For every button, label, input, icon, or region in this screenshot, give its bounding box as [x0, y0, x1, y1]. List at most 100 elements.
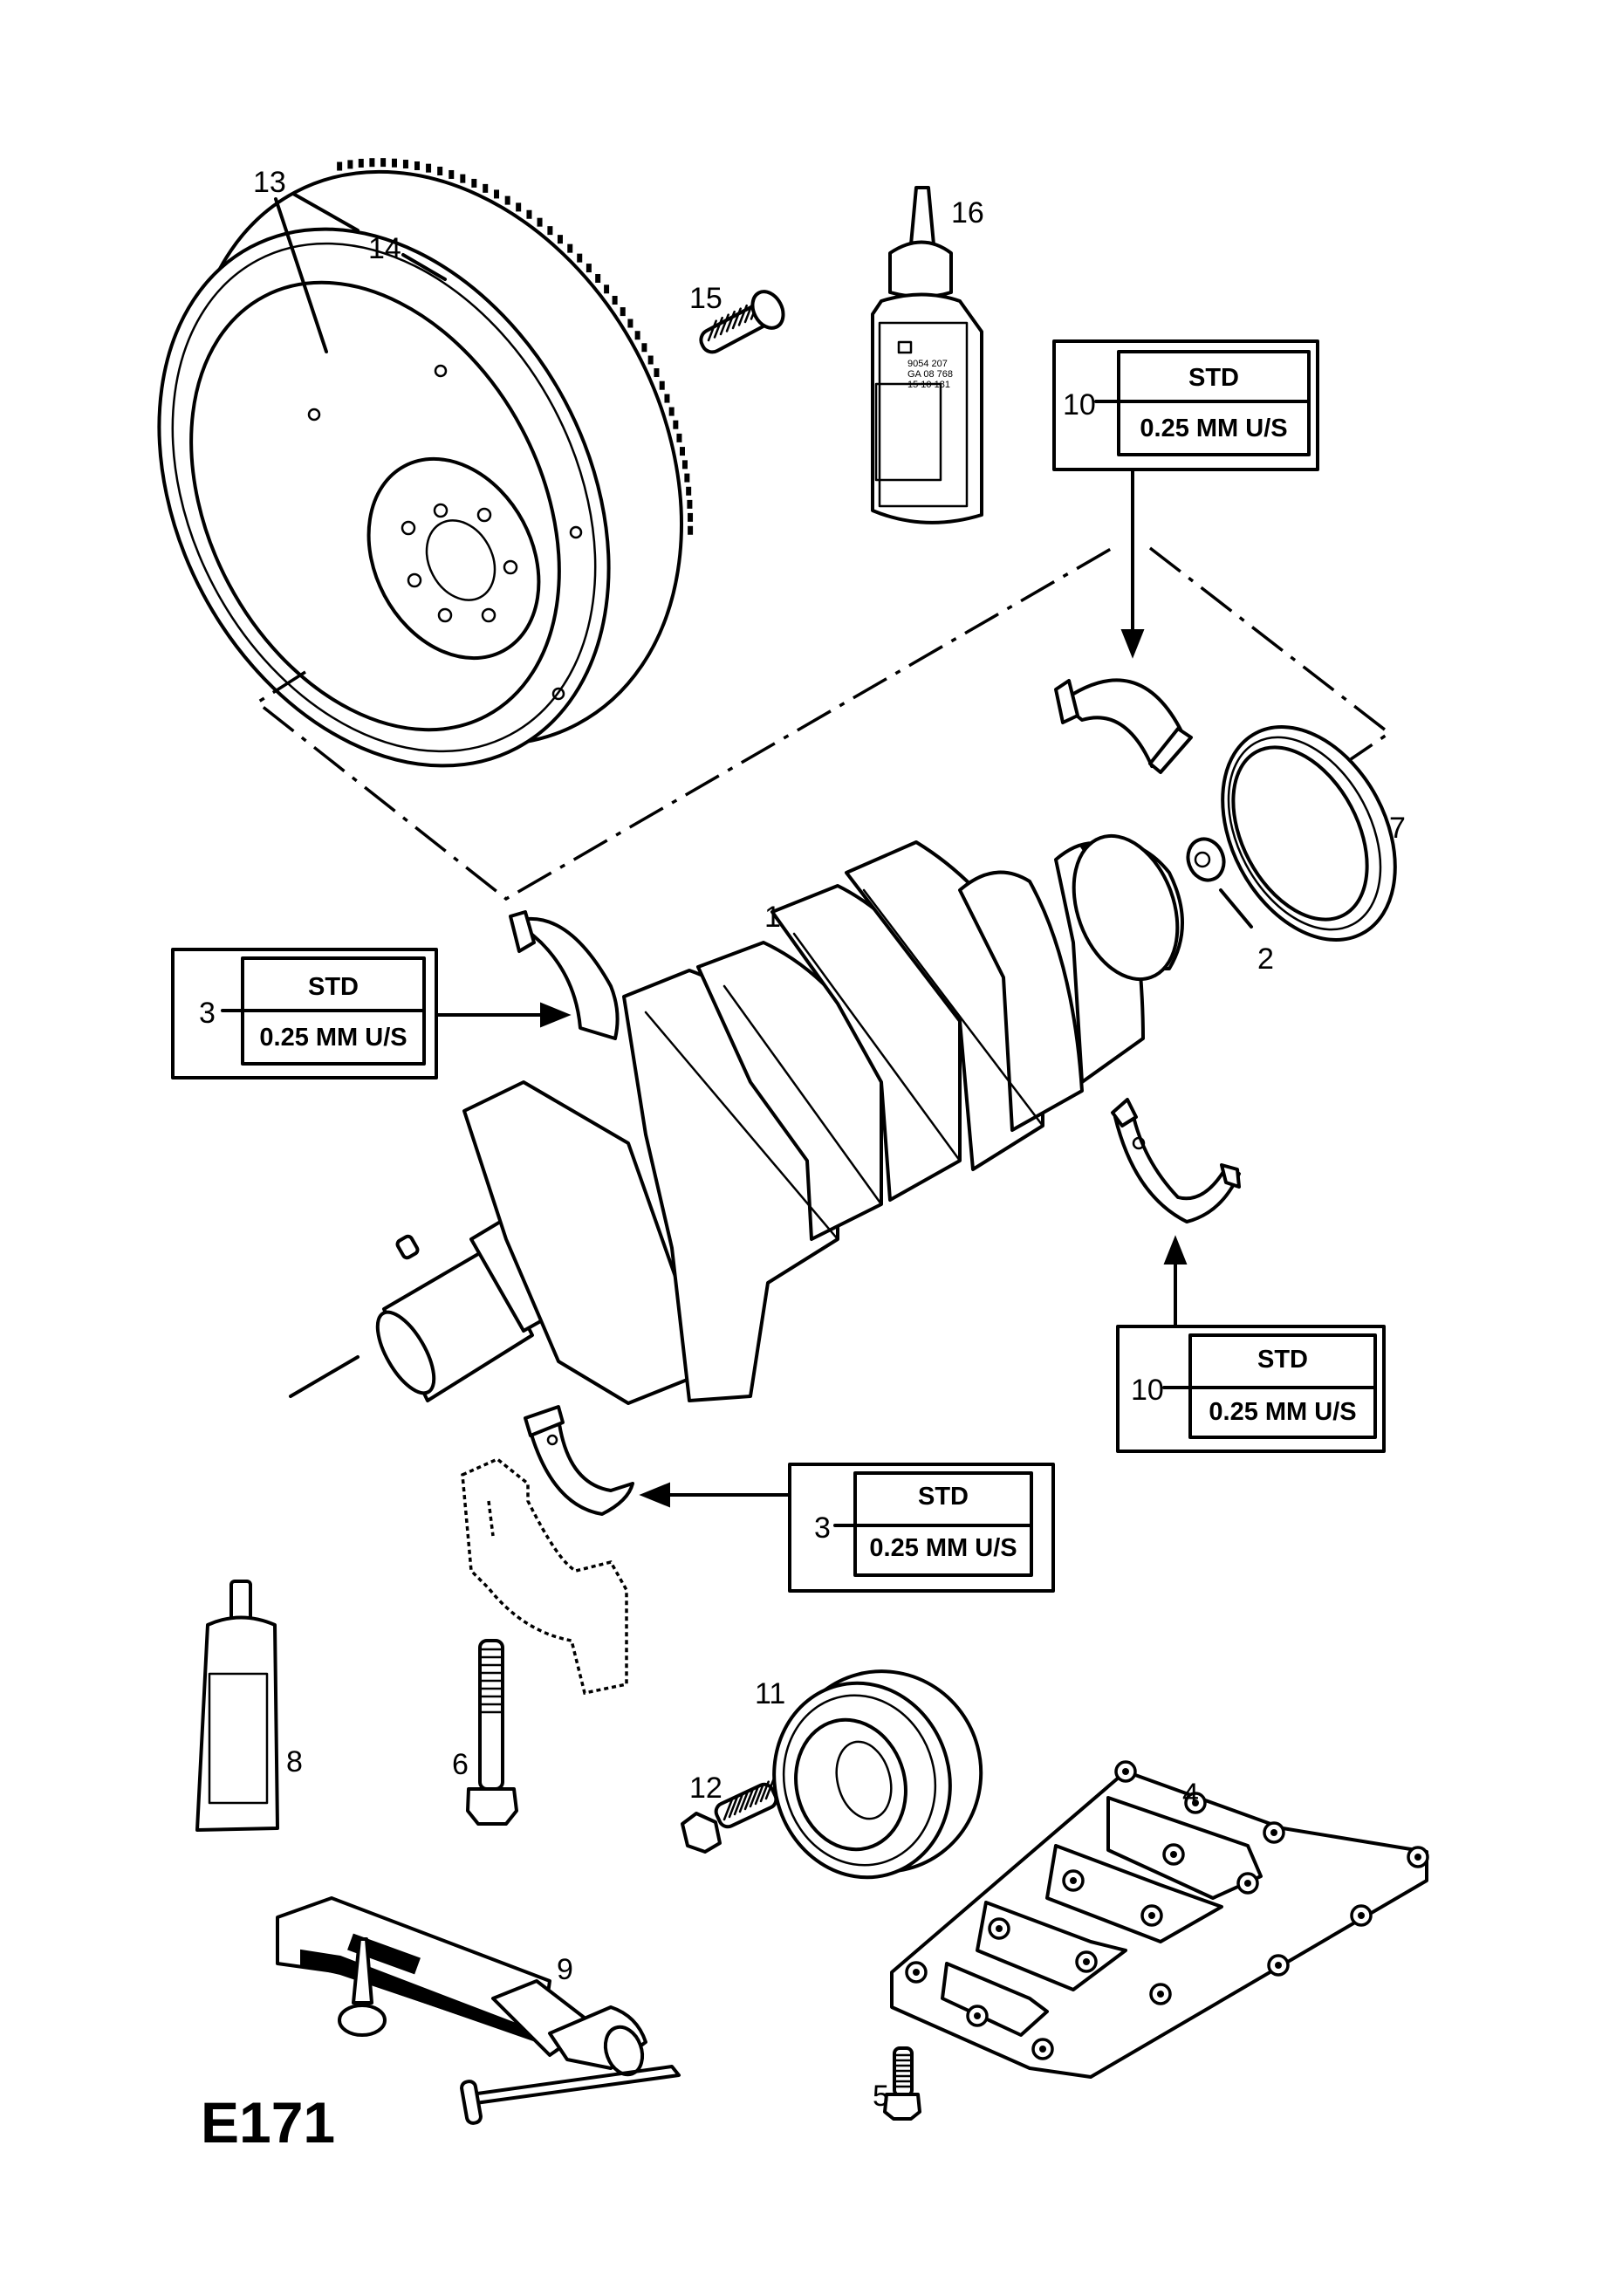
callout-2: 2: [1257, 942, 1274, 976]
ring-gear-tooth: [595, 273, 601, 283]
ring-gear-tooth: [659, 380, 665, 390]
ring-gear-tooth: [634, 331, 640, 340]
ring-gear-tooth: [673, 420, 679, 429]
ring-gear-tooth: [586, 264, 592, 273]
size-std-label: STD: [918, 1483, 969, 1511]
gasket-bolt[interactable]: [883, 2046, 921, 2121]
ring-gear-tooth: [460, 174, 466, 183]
size-undersize-label: 0.25 MM U/S: [869, 1534, 1017, 1562]
gasket-hole-center: [1244, 1880, 1251, 1887]
ring-gear-tooth: [483, 183, 489, 193]
pilot-bearing[interactable]: [1182, 834, 1229, 886]
oil-pan-gasket[interactable]: [890, 1760, 1429, 2079]
size-box-main-left: STD 0.25 MM U/S 3: [171, 948, 572, 1079]
ring-gear-tooth: [504, 195, 510, 205]
leader-13a: [274, 197, 328, 353]
sealant-tube[interactable]: [195, 1580, 279, 1832]
bolt-thread: [743, 1788, 754, 1811]
gasket-hole-center: [1358, 1912, 1365, 1919]
gasket-hole-center: [1270, 1829, 1277, 1836]
callout-14: 14: [368, 232, 401, 265]
flywheel-bolt[interactable]: [697, 286, 789, 356]
size-std-label: STD: [1188, 364, 1239, 392]
bottle-label-line-2: GA 08 768: [907, 369, 953, 380]
ring-gear-tooth: [567, 243, 573, 253]
size-std-label: STD: [1257, 1346, 1308, 1374]
bolt-thread: [722, 1799, 733, 1821]
gasket-hole-center: [1192, 1799, 1199, 1806]
ring-gear-tooth: [627, 319, 633, 328]
ring-gear-tooth: [547, 226, 553, 236]
callout-16: 16: [951, 196, 984, 230]
callout-15: 15: [689, 282, 722, 315]
ring-gear-tooth: [557, 235, 563, 244]
size-box-thrust-right: STD 0.25 MM U/S 10: [1116, 1235, 1386, 1453]
size-undersize-label: 0.25 MM U/S: [259, 1024, 407, 1052]
thrust-bearing-lower[interactable]: [1111, 1098, 1241, 1223]
size-box-part-number: 10: [1063, 388, 1096, 422]
pulley-bolt[interactable]: [681, 1778, 779, 1854]
callout-13: 13: [253, 166, 286, 199]
bearing-cap-bolt[interactable]: [466, 1639, 518, 1826]
gasket-hole-center: [1083, 1958, 1090, 1965]
bolt-thread: [738, 1791, 749, 1813]
gasket-hole-center: [1122, 1768, 1129, 1775]
locking-compound-bottle[interactable]: 9054 207 GA 08 768 15 10 181: [871, 186, 983, 524]
size-box-thrust-top: STD 0.25 MM U/S 10: [1052, 339, 1319, 659]
bolt-thread: [737, 304, 748, 326]
ring-gear-tooth: [337, 161, 343, 171]
ring-gear-tooth: [577, 253, 583, 263]
callout-12: 12: [689, 1772, 722, 1805]
main-bearing-upper-left[interactable]: [509, 910, 620, 1040]
bolt-thread: [713, 316, 723, 339]
size-box-part-number: 3: [814, 1511, 831, 1545]
ring-gear-tooth: [391, 158, 397, 168]
crankshaft[interactable]: [366, 821, 1196, 1405]
gasket-hole-center: [1414, 1854, 1421, 1861]
ring-gear-tooth: [516, 202, 522, 212]
ring-gear-tooth: [526, 209, 532, 219]
ring-gear-tooth: [471, 178, 477, 188]
ring-gear-tooth: [687, 499, 693, 509]
bolt-thread: [707, 319, 717, 342]
ring-gear-tooth: [620, 307, 626, 317]
gasket-hole-center: [1070, 1877, 1077, 1884]
ring-gear-tooth: [654, 368, 660, 378]
ring-gear-tooth: [380, 158, 387, 168]
crankshaft-pulley[interactable]: [752, 1649, 1003, 1897]
ring-gear-tooth: [688, 512, 694, 522]
bearing-cap[interactable]: [461, 1456, 628, 1696]
bolt-thread: [764, 1778, 775, 1800]
ring-gear-tooth: [647, 355, 654, 365]
ring-gear-tooth: [369, 158, 375, 168]
ring-gear-tooth: [537, 217, 543, 227]
thrust-bearing-upper[interactable]: [1054, 678, 1193, 774]
flywheel[interactable]: [70, 86, 778, 844]
ring-gear-teeth: [337, 158, 694, 535]
leader-2: [1219, 888, 1253, 929]
callout-4: 4: [1182, 1778, 1199, 1811]
ring-gear-tooth: [684, 473, 690, 483]
rear-oil-seal[interactable]: [1188, 697, 1429, 970]
bolt-thread: [754, 1783, 764, 1806]
ring-gear-tooth: [494, 189, 500, 199]
size-box-part-number: 3: [199, 997, 216, 1030]
ring-gear-tooth: [641, 343, 647, 353]
ring-gear-tooth: [668, 407, 675, 416]
size-box-main-lower: STD 0.25 MM U/S 3: [639, 1463, 1055, 1593]
bolt-thread: [733, 1793, 743, 1816]
ring-gear-tooth: [688, 525, 694, 535]
alignment-enclosure: [254, 544, 1392, 901]
bolt-thread: [731, 307, 742, 330]
callout-5: 5: [873, 2080, 889, 2113]
callout-9: 9: [557, 1953, 573, 1986]
sealant-kit[interactable]: [276, 1896, 681, 2125]
gasket-bolt-holes: [905, 1760, 1429, 2060]
ring-gear-tooth: [347, 160, 353, 169]
callout-8: 8: [286, 1745, 303, 1779]
bolt-thread: [719, 313, 729, 336]
main-bearing-lower[interactable]: [524, 1405, 634, 1516]
size-std-label: STD: [308, 973, 359, 1001]
leader-14: [401, 253, 447, 281]
